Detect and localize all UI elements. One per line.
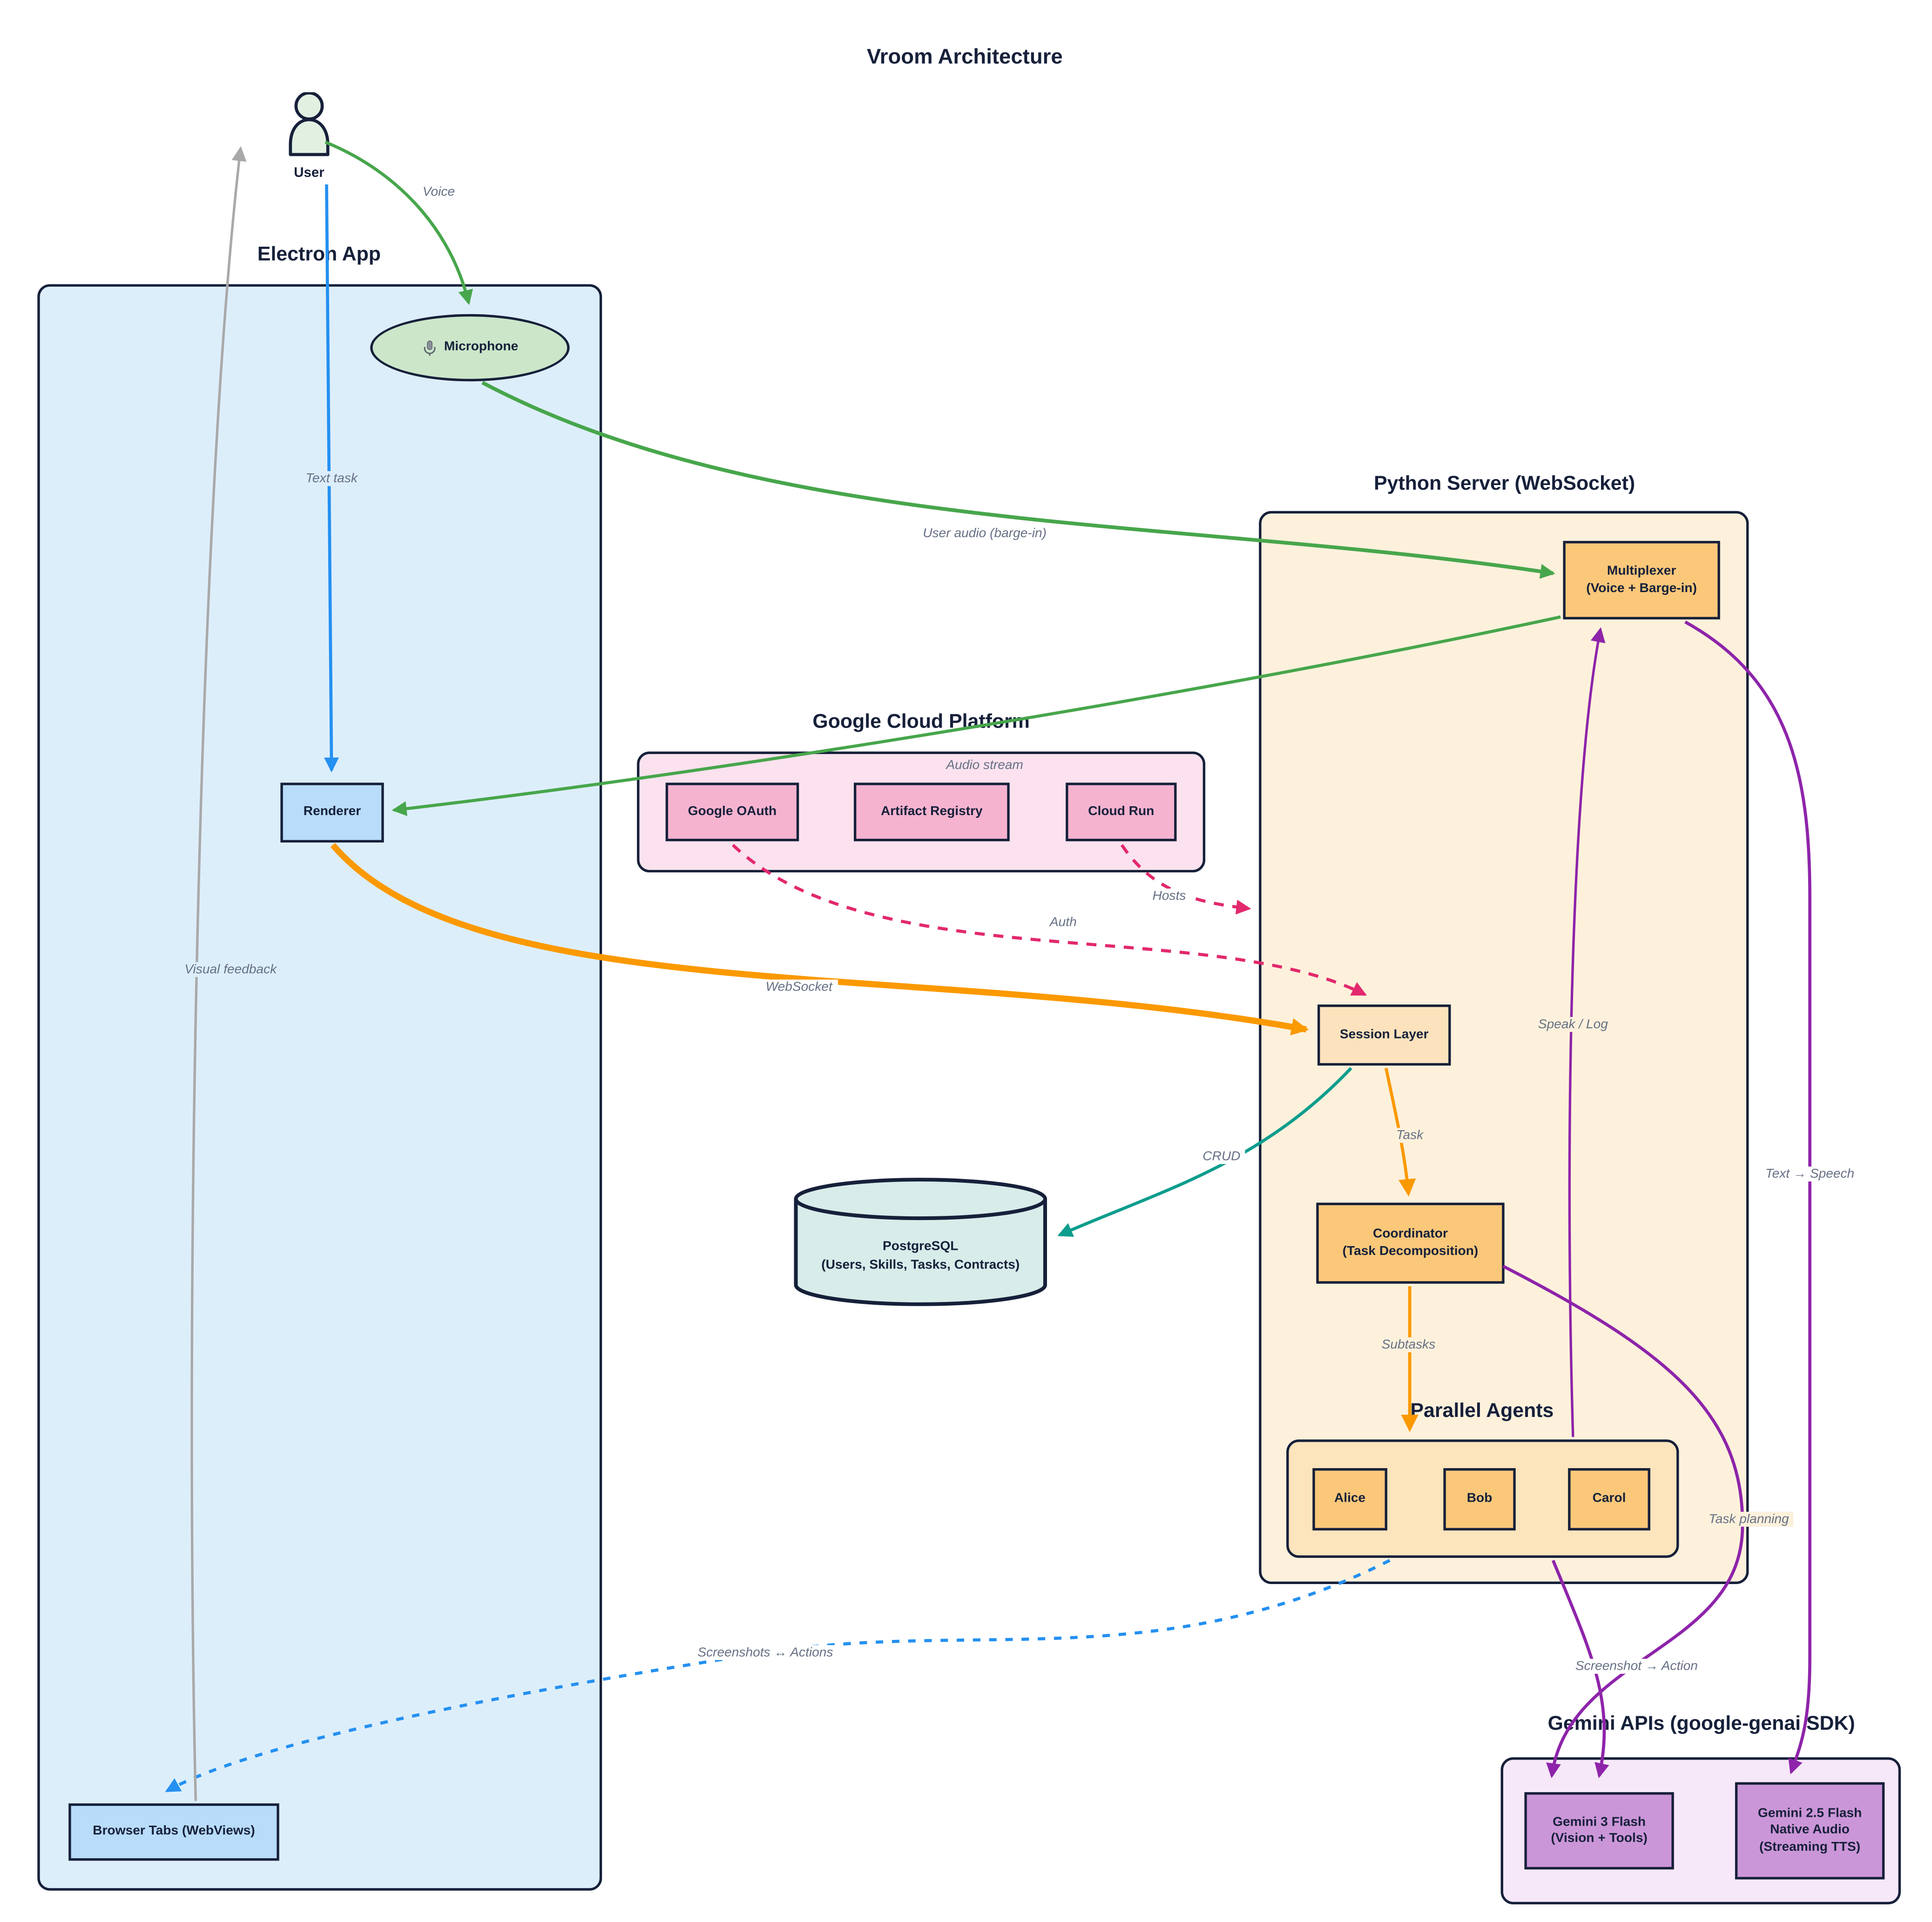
user-actor: User — [282, 91, 337, 181]
edge-label-hosts: Hosts — [1147, 888, 1191, 904]
edge-label-speak-log: Speak / Log — [1533, 1017, 1613, 1032]
edge-label-screenshots-actions: Screenshots ↔ Actions — [692, 1645, 838, 1660]
diagram-title: Vroom Architecture — [866, 45, 1063, 69]
edge-label-text-task: Text task — [300, 471, 363, 486]
session-layer-node-label: Session Layer — [1339, 1027, 1429, 1042]
gemini-3-flash-label-line2: (Vision + Tools) — [1551, 1831, 1648, 1846]
gemini-3-flash-label-line1: Gemini 3 Flash — [1553, 1814, 1646, 1830]
microphone-icon — [424, 340, 436, 355]
cloud-run-node: Cloud Run — [1066, 782, 1177, 842]
renderer-node: Renderer — [280, 782, 384, 843]
edge-label-user-audio: User audio (barge-in) — [918, 526, 1052, 541]
session-layer-node: Session Layer — [1317, 1004, 1451, 1066]
gemini-apis-label: Gemini APIs (google-genai SDK) — [1547, 1713, 1855, 1735]
google-cloud-platform-label: Google Cloud Platform — [812, 711, 1030, 733]
user-icon — [289, 91, 330, 156]
edge-label-websocket: WebSocket — [760, 979, 838, 995]
artifact-registry-node: Artifact Registry — [854, 782, 1010, 842]
agent-bob-node-label: Bob — [1466, 1491, 1493, 1506]
multiplexer-node-label-line2: (Voice + Barge-in) — [1586, 580, 1697, 595]
agent-alice-node-label: Alice — [1334, 1491, 1366, 1506]
browser-tabs-node: Browser Tabs (WebViews) — [68, 1803, 279, 1861]
renderer-node-label: Renderer — [303, 804, 361, 820]
electron-app-label: Electron App — [257, 244, 381, 266]
postgresql-node-label-line2: (Users, Skills, Tasks, Contracts) — [821, 1257, 1020, 1272]
edge-voice — [324, 141, 473, 305]
agent-alice-node: Alice — [1312, 1468, 1387, 1531]
artifact-registry-node-label: Artifact Registry — [880, 803, 983, 819]
agent-bob-node: Bob — [1443, 1468, 1516, 1531]
edge-label-audio-stream: Audio stream — [941, 757, 1028, 773]
database-cylinder-icon — [794, 1178, 1047, 1306]
edge-label-text-speech: Text → Speech — [1760, 1167, 1859, 1182]
edge-label-task-planning: Task planning — [1703, 1511, 1794, 1527]
edge-label-auth: Auth — [1045, 915, 1082, 930]
postgresql-node-label-line1: PostgreSQL — [883, 1239, 959, 1254]
postgresql-node: PostgreSQL (Users, Skills, Tasks, Contra… — [794, 1178, 1047, 1306]
multiplexer-node: Multiplexer (Voice + Barge-in) — [1563, 540, 1720, 620]
cloud-run-node-label: Cloud Run — [1088, 803, 1155, 819]
edge-label-task: Task — [1391, 1128, 1429, 1143]
coordinator-node-label-line2: (Task Decomposition) — [1342, 1243, 1479, 1258]
edge-label-subtasks: Subtasks — [1376, 1337, 1441, 1352]
parallel-agents-label: Parallel Agents — [1410, 1401, 1554, 1422]
coordinator-node: Coordinator (Task Decomposition) — [1316, 1202, 1505, 1284]
edge-label-screenshot-action: Screenshot → Action — [1570, 1659, 1703, 1674]
edge-label-visual-feedback: Visual feedback — [179, 962, 282, 978]
gemini-25-flash-node: Gemini 2.5 Flash Native Audio (Streaming… — [1735, 1782, 1885, 1880]
edge-label-crud: CRUD — [1197, 1149, 1246, 1164]
user-node-label: User — [294, 166, 324, 181]
edge-label-voice: Voice — [418, 184, 460, 200]
coordinator-node-label-line1: Coordinator — [1373, 1227, 1448, 1242]
agent-carol-node-label: Carol — [1592, 1491, 1626, 1506]
google-oauth-node: Google OAuth — [665, 782, 799, 842]
gemini-25-flash-label-line1: Gemini 2.5 Flash — [1757, 1806, 1862, 1821]
python-server-label: Python Server (WebSocket) — [1374, 473, 1635, 495]
microphone-node-label: Microphone — [444, 339, 519, 355]
gemini-25-flash-label-line3: (Streaming TTS) — [1759, 1839, 1861, 1854]
gemini-25-flash-label-line2: Native Audio — [1770, 1822, 1850, 1838]
google-oauth-node-label: Google OAuth — [688, 803, 777, 819]
microphone-node: Microphone — [370, 314, 570, 382]
agent-carol-node: Carol — [1568, 1468, 1650, 1531]
multiplexer-node-label-line1: Multiplexer — [1607, 564, 1676, 579]
gemini-3-flash-node: Gemini 3 Flash (Vision + Tools) — [1524, 1792, 1674, 1870]
electron-app-container — [37, 284, 602, 1891]
browser-tabs-node-label: Browser Tabs (WebViews) — [93, 1824, 255, 1839]
